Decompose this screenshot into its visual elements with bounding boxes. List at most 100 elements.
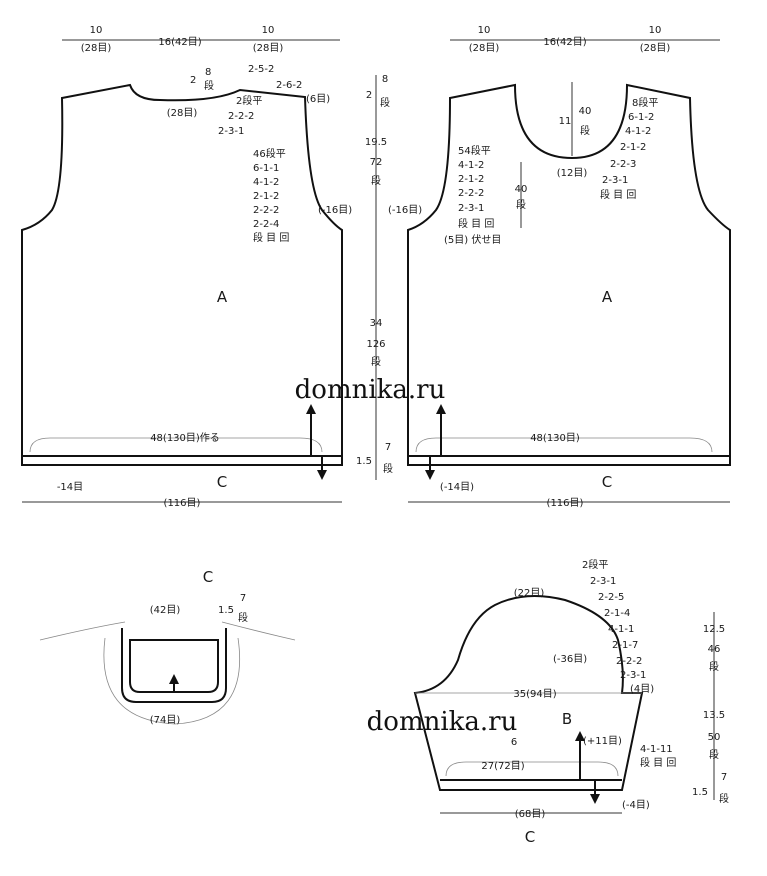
- svg-text:段: 段: [383, 462, 393, 475]
- front-armhole-decrease: 46段平 6-1-1 4-1-2 2-1-2 2-2-2 2-2-4 段 目 回: [253, 147, 289, 244]
- svg-text:段: 段: [238, 611, 248, 624]
- back-label-a: A: [602, 288, 613, 306]
- svg-text:4-1-1: 4-1-1: [608, 624, 634, 635]
- sleeve-label-b: B: [562, 710, 572, 728]
- svg-text:2-2-2: 2-2-2: [253, 205, 279, 216]
- svg-text:2: 2: [366, 90, 372, 101]
- svg-text:(28目): (28目): [640, 43, 671, 54]
- svg-text:7: 7: [240, 593, 246, 604]
- svg-text:2-1-2: 2-1-2: [253, 191, 279, 202]
- back-cast-on: 48(130目): [530, 433, 580, 444]
- svg-text:2-2-5: 2-2-5: [598, 592, 624, 603]
- collar-top-stitches: (42目): [150, 605, 181, 616]
- sleeve-cuff-width: 27(72目): [481, 761, 524, 772]
- svg-text:2-1-4: 2-1-4: [604, 608, 630, 619]
- svg-text:126: 126: [366, 339, 385, 350]
- svg-text:2-3-1: 2-3-1: [620, 670, 646, 681]
- sleeve-down-arrowhead: [590, 794, 600, 804]
- front-shoulder-2: 2-6-2: [276, 80, 302, 91]
- svg-text:段: 段: [516, 198, 526, 211]
- sleeve-increase: (+11目): [583, 736, 622, 747]
- collar-piece: C (42目) 1.5 7 段 (74目): [39, 568, 296, 726]
- svg-text:段: 段: [709, 748, 719, 761]
- svg-text:50: 50: [708, 732, 721, 743]
- front-top-left-width: 10: [90, 25, 103, 36]
- back-side-decrease: (-16目): [388, 205, 422, 216]
- sleeve-cap-decrease: 2段平 2-3-1 2-2-5 2-1-4 4-1-1 2-1-7 2-2-2 …: [582, 558, 654, 695]
- front-top-middle: 16(42目): [158, 37, 201, 48]
- svg-text:16(42目): 16(42目): [543, 37, 586, 48]
- svg-text:40: 40: [515, 184, 528, 195]
- svg-text:1.5: 1.5: [218, 605, 234, 616]
- svg-text:段 目 回: 段 目 回: [640, 756, 676, 769]
- svg-text:2-2-2: 2-2-2: [458, 188, 484, 199]
- back-up-arrowhead: [436, 404, 446, 414]
- svg-text:10: 10: [478, 25, 491, 36]
- svg-text:段: 段: [580, 124, 590, 137]
- collar-label-c: C: [203, 568, 213, 586]
- front-label-c: C: [217, 473, 227, 491]
- front-neck-stitches: (28目): [167, 108, 198, 119]
- svg-text:4-1-2: 4-1-2: [458, 160, 484, 171]
- svg-text:8: 8: [382, 74, 388, 85]
- sleeve-rib-curve: [445, 761, 619, 777]
- svg-text:40: 40: [579, 106, 592, 117]
- collar-left-shoulder-line: [39, 621, 126, 641]
- front-side-decrease: (-16目): [318, 205, 352, 216]
- front-label-a: A: [217, 288, 228, 306]
- svg-text:12.5: 12.5: [703, 624, 725, 635]
- sleeve-cuff-decrease: (-4目): [622, 800, 650, 811]
- collar-outer: [121, 628, 227, 703]
- svg-text:2-3-1: 2-3-1: [590, 576, 616, 587]
- svg-text:2-1-2: 2-1-2: [458, 174, 484, 185]
- svg-text:4-1-2: 4-1-2: [253, 177, 279, 188]
- back-label-c: C: [602, 473, 612, 491]
- front-shoulder-1: 2-5-2: [248, 64, 274, 75]
- front-bottom-stitches: (116目): [164, 498, 201, 509]
- svg-text:段: 段: [709, 660, 719, 673]
- svg-text:4-1-2: 4-1-2: [625, 126, 651, 137]
- collar-inner: [129, 639, 219, 693]
- front-neck-rows-a: 2: [190, 75, 196, 86]
- svg-text:2-2-4: 2-2-4: [253, 219, 279, 230]
- front-outline: [21, 83, 343, 466]
- svg-text:段: 段: [371, 355, 381, 368]
- svg-text:46段平: 46段平: [253, 147, 286, 160]
- svg-text:段 目 回: 段 目 回: [253, 231, 289, 244]
- sleeve-up-arrowhead: [575, 731, 585, 741]
- front-top-right-stitches: (28目): [253, 43, 284, 54]
- sleeve-cap-side: (-36目): [553, 654, 587, 665]
- svg-text:2-2-3: 2-2-3: [610, 159, 636, 170]
- svg-text:19.5: 19.5: [365, 137, 387, 148]
- svg-text:54段平: 54段平: [458, 144, 491, 157]
- svg-text:8段平: 8段平: [632, 96, 658, 109]
- back-neck-stitches: (12目): [557, 168, 588, 179]
- collar-curve-guide: [103, 637, 240, 725]
- sleeve-label-c: C: [525, 828, 535, 846]
- svg-text:段 目 回: 段 目 回: [600, 188, 636, 201]
- front-top-right-width: 10: [262, 25, 275, 36]
- sleeve-piece: (22目) 2段平 2-3-1 2-2-5 2-1-4 4-1-1 2-1-7 …: [413, 558, 729, 846]
- front-up-arrowhead: [306, 404, 316, 414]
- back-neck-decrease: 8段平 6-1-2 4-1-2 2-1-2 2-2-3 2-3-1 段 目 回: [600, 96, 658, 201]
- front-piece: 10 (28目) 16(42目) 10 (28目) 2 8 段 (28目) 2-…: [21, 25, 352, 509]
- svg-text:2-3-1: 2-3-1: [218, 126, 244, 137]
- back-down-arrowhead: [425, 470, 435, 480]
- collar-bottom-stitches: (74目): [150, 715, 181, 726]
- svg-text:段 目 回: 段 目 回: [458, 217, 494, 230]
- svg-text:2-2-2: 2-2-2: [616, 656, 642, 667]
- svg-text:7: 7: [385, 442, 391, 453]
- back-rib-decrease: (-14目): [440, 482, 474, 493]
- back-bottom-stitches: (116目): [547, 498, 584, 509]
- svg-text:(5目) 伏せ目: (5目) 伏せ目: [444, 233, 501, 246]
- back-armhole-decrease: 54段平 4-1-2 2-1-2 2-2-2 2-3-1 段 目 回 (5目) …: [444, 144, 501, 246]
- collar-up-arrowhead: [169, 674, 179, 684]
- svg-text:1.5: 1.5: [356, 456, 372, 467]
- svg-text:2段平: 2段平: [236, 94, 262, 107]
- svg-text:11: 11: [559, 116, 572, 127]
- svg-text:1.5: 1.5: [692, 787, 708, 798]
- svg-text:2-1-7: 2-1-7: [612, 640, 638, 651]
- front-neck-decrease: 2段平 2-2-2 2-3-1: [218, 94, 262, 137]
- svg-text:4-1-11: 4-1-11: [640, 744, 673, 755]
